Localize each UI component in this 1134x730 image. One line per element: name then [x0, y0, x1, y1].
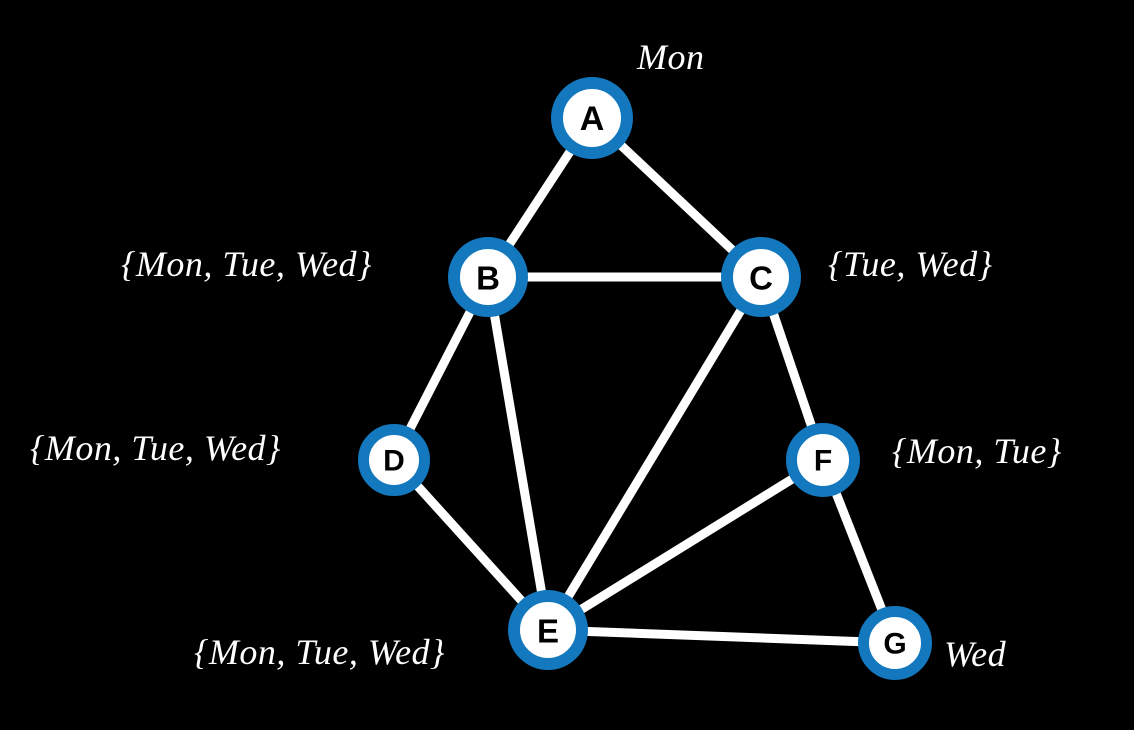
- node-letter-g: G: [883, 628, 906, 661]
- graph-edge-e-g: [543, 625, 900, 648]
- node-circle-c: [721, 237, 801, 317]
- node-circle-a: [551, 77, 633, 159]
- edges-group: [389, 113, 900, 648]
- graph-node-c[interactable]: C: [721, 237, 801, 317]
- nodes-group: A B C D E F G: [358, 77, 932, 680]
- graph-edge-b-e: [483, 272, 553, 635]
- node-letter-b: B: [476, 260, 500, 297]
- graph-node-g[interactable]: G: [858, 606, 932, 680]
- node-letter-c: C: [749, 260, 773, 297]
- node-letter-a: A: [580, 100, 605, 138]
- graph-node-f[interactable]: F: [786, 423, 860, 497]
- graph-edge-c-e: [543, 272, 766, 635]
- graph-node-d[interactable]: D: [358, 424, 430, 496]
- domain-label-c: {Tue, Wed}: [828, 244, 993, 284]
- domain-label-f: {Mon, Tue}: [892, 431, 1062, 471]
- graph-node-a[interactable]: A: [551, 77, 633, 159]
- node-circle-d: [358, 424, 430, 496]
- node-letter-d: D: [383, 445, 405, 478]
- domain-label-a: Mon: [637, 37, 705, 77]
- node-circle-e: [508, 590, 588, 670]
- graph-node-b[interactable]: B: [448, 237, 528, 317]
- domain-label-g: Wed: [944, 634, 1007, 674]
- domain-label-b: {Mon, Tue, Wed}: [121, 244, 372, 284]
- graph-edge-e-f: [543, 455, 828, 635]
- node-circle-b: [448, 237, 528, 317]
- domain-label-e: {Mon, Tue, Wed}: [194, 632, 445, 672]
- node-circle-g: [858, 606, 932, 680]
- node-letter-e: E: [537, 613, 559, 650]
- node-circle-f: [786, 423, 860, 497]
- node-letter-f: F: [814, 445, 832, 478]
- graph-node-e[interactable]: E: [508, 590, 588, 670]
- domain-label-d: {Mon, Tue, Wed}: [30, 428, 281, 468]
